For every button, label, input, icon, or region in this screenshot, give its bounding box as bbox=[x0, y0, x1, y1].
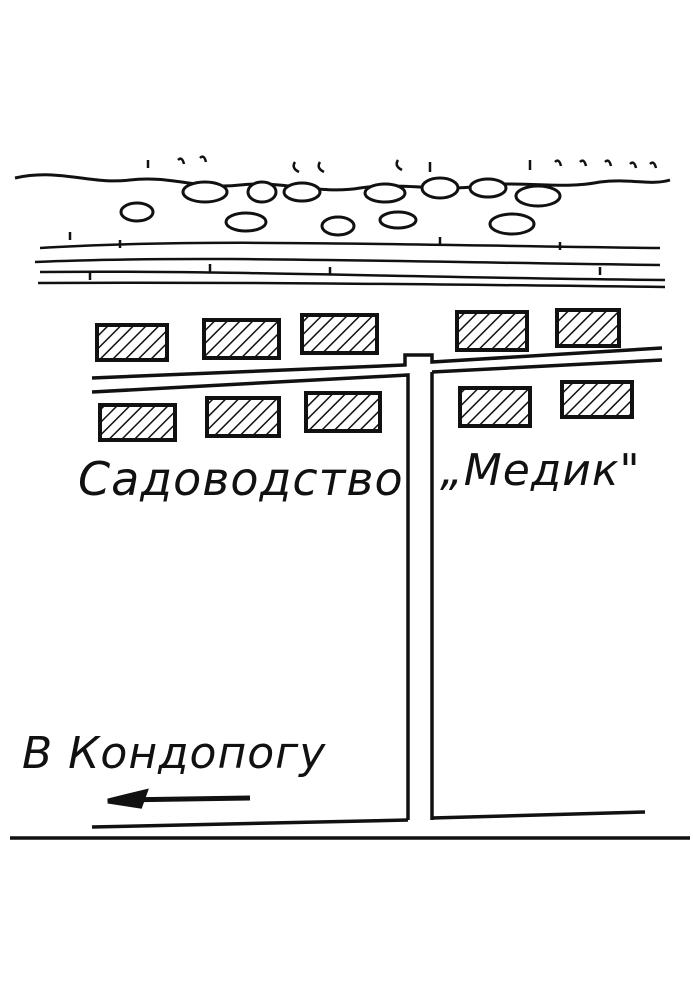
settlement-name: „Медик" bbox=[440, 445, 641, 496]
reeds bbox=[146, 155, 658, 174]
stones bbox=[119, 176, 562, 237]
direction-label: В Кондопогу bbox=[22, 728, 327, 779]
shoreline bbox=[14, 173, 671, 192]
roads bbox=[10, 346, 690, 840]
upper-road-lines bbox=[34, 232, 666, 289]
arrow-left-icon bbox=[107, 788, 251, 809]
houses bbox=[95, 308, 634, 442]
settlement-label: Садоводство bbox=[78, 452, 404, 506]
